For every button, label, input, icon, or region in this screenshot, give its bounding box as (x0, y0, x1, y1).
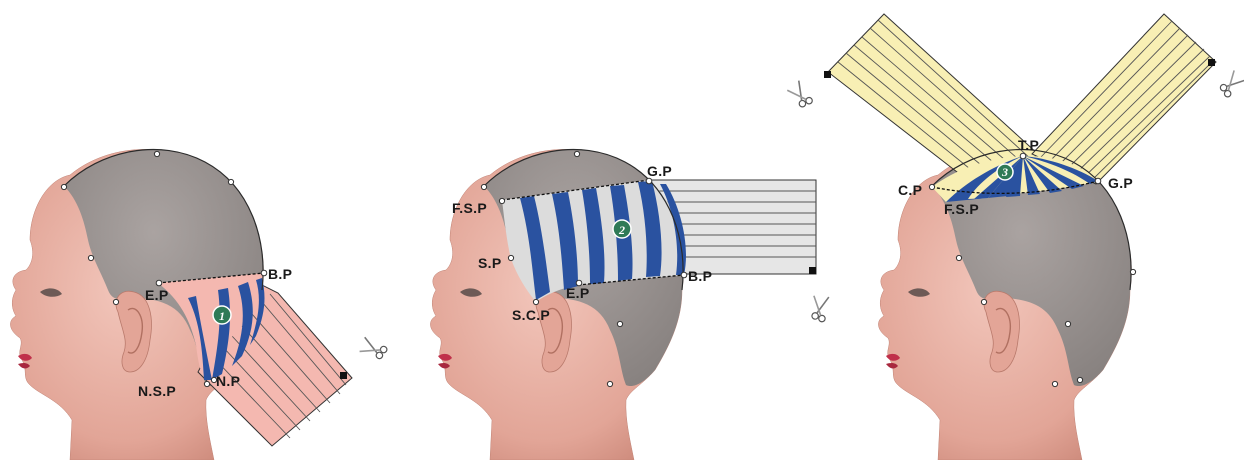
label-scp: S.C.P (512, 307, 550, 323)
panel-section-2: 2 G.P F.S.P S.P E.P B.P S.C.P (430, 149, 828, 460)
scissors-icon (787, 81, 815, 110)
label-gp: G.P (1108, 175, 1133, 191)
label-tp: T.P (1018, 137, 1039, 153)
label-nsp: N.S.P (138, 383, 176, 399)
panel-section-1: 1 B.P E.P N.S.P N.P (10, 149, 388, 460)
label-fsp: F.S.P (944, 201, 979, 217)
label-ep: E.P (145, 287, 168, 303)
section-number-1: 1 (219, 309, 225, 323)
label-bp: B.P (688, 268, 712, 284)
scissors-icon (811, 296, 828, 322)
label-cp: C.P (898, 182, 922, 198)
section-number-3: 3 (1001, 165, 1008, 179)
label-bp: B.P (268, 266, 292, 282)
label-sp: S.P (478, 255, 501, 271)
scissors-icon (360, 337, 389, 360)
hair-strip-yellow-right (1032, 14, 1216, 184)
panel-section-3: 3 T.P C.P G.P F.S.P (787, 14, 1244, 460)
label-ep: E.P (566, 285, 589, 301)
scissors-icon (1218, 70, 1244, 99)
section-number-2: 2 (618, 223, 625, 237)
label-np: N.P (216, 373, 240, 389)
label-gp: G.P (647, 163, 672, 179)
label-fsp: F.S.P (452, 200, 487, 216)
